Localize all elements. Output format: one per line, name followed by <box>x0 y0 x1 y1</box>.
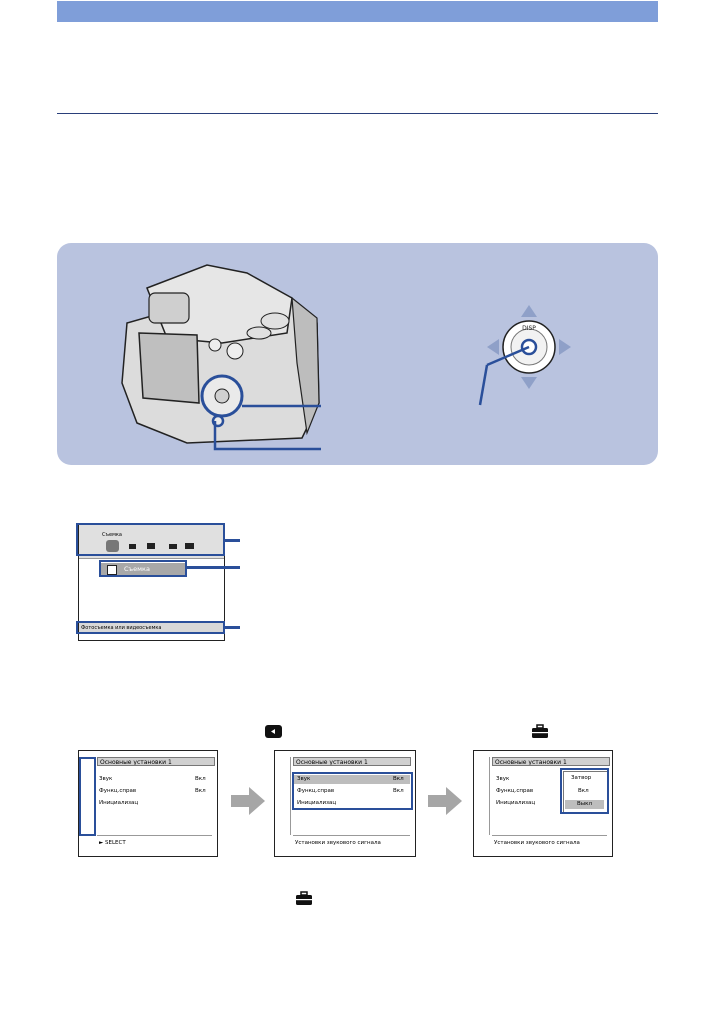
item-callout <box>99 560 187 577</box>
settings-row-label[interactable]: Функц.справ <box>496 788 534 794</box>
settings-title-1: Основные установки 1 <box>97 757 215 766</box>
print-tab-icon[interactable] <box>147 543 155 549</box>
settings-row-label[interactable]: Звук <box>496 776 510 782</box>
arrow-left-icon <box>487 339 499 355</box>
camera-panel: DISP <box>57 243 658 465</box>
options-callout <box>560 768 609 814</box>
arrow-up-icon <box>521 305 537 317</box>
settings-sidebar-3 <box>477 757 490 835</box>
callout-line-2 <box>187 566 240 569</box>
settings-row-label[interactable]: Звук <box>99 776 113 782</box>
settings-sidebar-2 <box>278 757 291 835</box>
settings-row-label[interactable]: Звук <box>297 776 311 782</box>
settings-row-label[interactable]: Функц.справ <box>297 788 335 794</box>
home-selected-icon <box>107 565 117 575</box>
settings-footer-1: ► SELECT <box>99 840 126 846</box>
sidebar-callout <box>79 757 96 836</box>
home-tab-caption: Съемка <box>102 532 122 538</box>
settings-row-label[interactable]: Инициализац <box>99 800 139 806</box>
settings-divider <box>293 835 410 836</box>
toolbox-icon-2 <box>295 891 313 911</box>
callout-line-1 <box>225 539 240 542</box>
settings-screen-1: Основные установки 1 Звук Вкл Функц.спра… <box>78 750 218 857</box>
settings-divider <box>492 835 607 836</box>
memory-tab-icon[interactable] <box>169 544 177 549</box>
option-item[interactable]: Выкл <box>577 801 592 807</box>
camera-illustration: DISP <box>121 264 571 451</box>
settings-row-value: Вкл <box>393 776 404 782</box>
step-arrow-icon <box>231 787 265 820</box>
settings-row-label[interactable]: Инициализац <box>297 800 337 806</box>
settings-row-value: Вкл <box>393 788 404 794</box>
home-tab-bar <box>79 524 224 559</box>
rows-callout <box>292 772 413 810</box>
settings-divider <box>97 835 212 836</box>
camera-tab-icon[interactable] <box>106 540 119 552</box>
settings-footer-2: Установки звукового сигнала <box>295 840 381 846</box>
arrow-right-icon <box>559 339 571 355</box>
settings-title-3: Основные установки 1 <box>492 757 610 766</box>
tab-bar-callout <box>76 523 225 556</box>
home-selected-label: Съемка <box>124 565 150 573</box>
section-divider <box>57 113 658 114</box>
arrow-down-icon <box>521 377 537 389</box>
settings-row-highlight <box>293 775 410 784</box>
settings-row-value: Вкл <box>195 776 206 782</box>
home-footer-text: Фотосъемка или видеосъемка <box>81 625 162 631</box>
settings-row-value: Вкл <box>195 788 206 794</box>
settings-screen-2: Основные установки 1 Звук Вкл Функц.спра… <box>274 750 416 857</box>
settings-row-label[interactable]: Инициализац <box>496 800 536 806</box>
settings-footer-3: Установки звукового сигнала <box>494 840 580 846</box>
left-button-icon <box>265 725 282 738</box>
playback-tab-icon[interactable] <box>129 544 136 549</box>
dpad-label: DISP <box>522 325 536 332</box>
home-footer-bar <box>79 623 224 633</box>
toolbox-tab-icon[interactable] <box>185 543 194 549</box>
settings-title-2: Основные установки 1 <box>293 757 411 766</box>
footer-callout <box>76 621 225 634</box>
settings-row-label[interactable]: Функц.справ <box>99 788 137 794</box>
option-item[interactable]: Затвор <box>571 775 592 781</box>
step-arrow-icon <box>428 787 462 820</box>
settings-screen-3: Основные установки 1 Звук Функц.справ Ин… <box>473 750 613 857</box>
option-item[interactable]: Вкл <box>578 788 589 794</box>
home-selected-item[interactable] <box>101 563 185 575</box>
toolbox-icon <box>531 724 549 744</box>
option-highlight <box>565 800 604 809</box>
callout-line-3 <box>225 626 240 629</box>
header-bar <box>57 1 658 22</box>
